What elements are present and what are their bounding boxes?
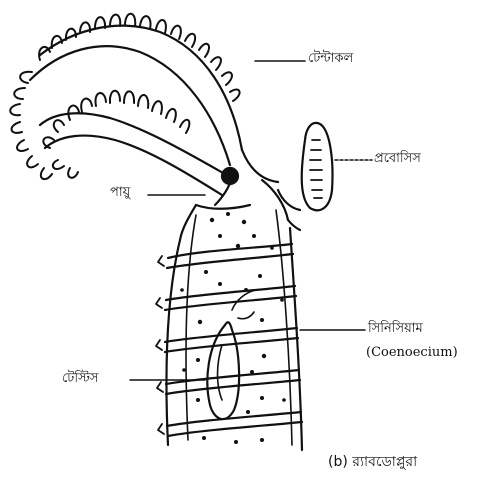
tube-coenoecium	[156, 210, 302, 450]
figure-caption: (b) র‍্যাবডোপ্লুরা	[328, 455, 417, 470]
testis	[207, 290, 256, 419]
label-anus: পায়ু	[110, 186, 130, 200]
proboscis	[278, 123, 333, 210]
tentacle-inner-loops	[43, 91, 189, 178]
label-tentacle: টেন্টাকল	[308, 52, 353, 66]
label-proboscis: প্রবোসিস	[374, 152, 421, 166]
label-testis: টেস্টিস	[62, 372, 98, 386]
tentacle-arm	[30, 26, 242, 195]
label-coenoecium-english: (Coenoecium)	[366, 346, 458, 360]
label-coenoecium-bengali: সিনিসিয়াম	[368, 322, 423, 336]
